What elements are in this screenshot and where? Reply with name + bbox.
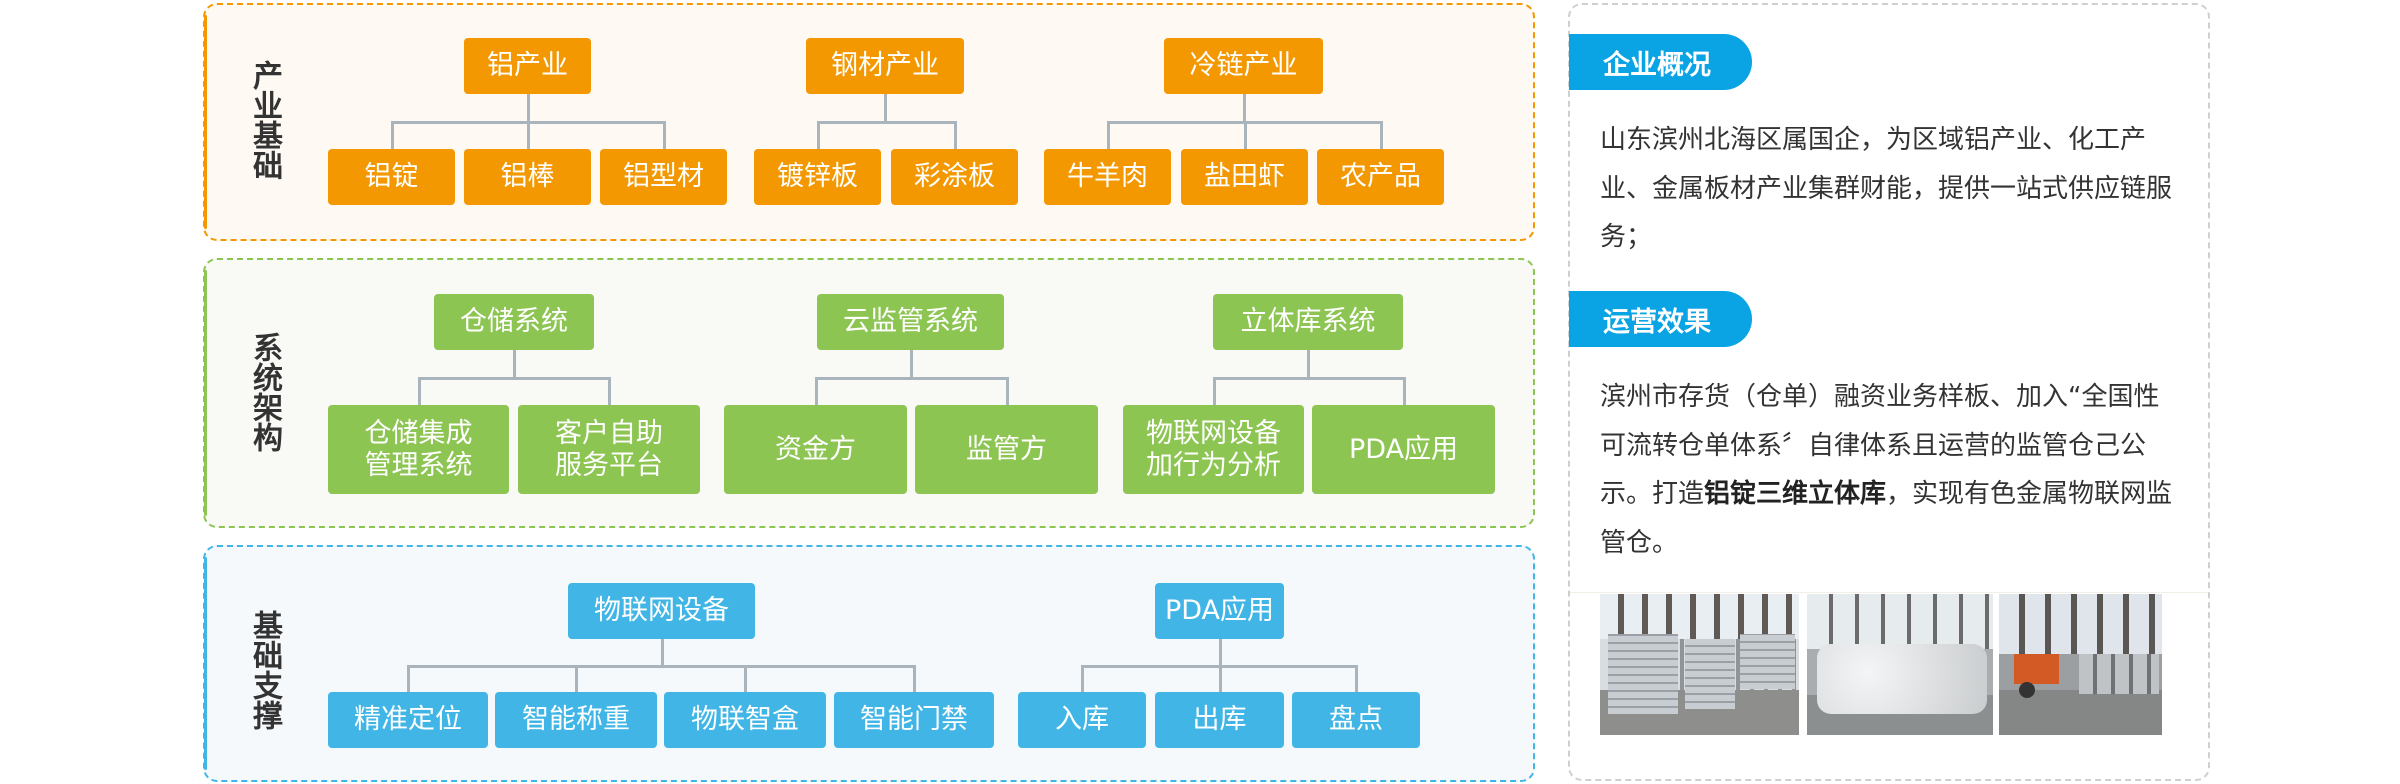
connector-line (744, 666, 747, 692)
node-aluminum-industry: 铝产业 (464, 38, 591, 94)
connector-line (391, 122, 394, 149)
connector-line (527, 122, 530, 149)
connector-line (407, 666, 410, 692)
node-color-coated-sheet: 彩涂板 (891, 149, 1018, 205)
connector-line (910, 350, 913, 378)
node-iot-devices: 物联网设备 (568, 583, 755, 639)
node-cloud-supervision-system: 云监管系统 (817, 294, 1004, 350)
connector-line (1213, 377, 1406, 380)
connector-line (815, 377, 1009, 380)
node-warehouse-integrated-mgmt: 仓储集成 管理系统 (328, 405, 509, 494)
panel-accent-bar (204, 15, 207, 229)
node-steel-industry: 钢材产业 (806, 38, 964, 94)
node-agricultural-products: 农产品 (1317, 149, 1444, 205)
node-pda-application: PDA应用 (1312, 405, 1495, 494)
node-stereo-warehouse-system: 立体库系统 (1213, 294, 1403, 350)
connector-line (817, 121, 957, 124)
node-inventory-count: 盘点 (1292, 692, 1420, 748)
node-smart-access-control: 智能门禁 (834, 692, 994, 748)
overview-text: 山东滨州北海区属国企，为区域铝产业、化工产业、金属板材产业集群财能，提供一站式供… (1600, 125, 2173, 252)
results-text: 滨州市存货（仓单）融资业务样板、加入“全国性可流转仓单体系〞自律体系且运营的监管… (1600, 373, 2180, 567)
connector-line (1307, 350, 1310, 378)
photo-bulk-bags (1807, 594, 1993, 735)
section-title-industry: 产业基础 (247, 60, 282, 180)
section-title-support: 基础支撑 (247, 610, 282, 730)
connector-line (884, 94, 887, 122)
panel-accent-bar (204, 270, 207, 516)
node-galvanized-sheet: 镀锌板 (754, 149, 881, 205)
connector-line (663, 122, 666, 149)
connector-line (913, 666, 916, 692)
photo-forklift-warehouse (1999, 594, 2162, 735)
connector-line (1006, 378, 1009, 405)
connector-line (527, 94, 530, 122)
connector-line (418, 377, 611, 380)
node-inbound: 入库 (1018, 692, 1146, 748)
connector-line (1243, 94, 1246, 122)
photo-aluminum-ingot-stacks (1600, 594, 1799, 735)
connector-line (817, 122, 820, 149)
results-text-after: ，实现有色金属物联网监管仓。 (1600, 479, 2173, 558)
node-precise-positioning: 精准定位 (328, 692, 488, 748)
results-text-highlight: 铝锭三维立体库 (1704, 479, 1887, 509)
connector-line (1107, 122, 1110, 149)
connector-line (1244, 122, 1247, 149)
node-warehouse-system: 仓储系统 (434, 294, 594, 350)
node-beef-mutton: 牛羊肉 (1044, 149, 1171, 205)
panel-accent-bar (204, 557, 207, 770)
node-salt-field-shrimp: 盐田虾 (1181, 149, 1308, 205)
connector-line (1219, 639, 1222, 666)
connector-line (407, 665, 916, 668)
connector-line (661, 639, 664, 666)
node-iot-behavior-analysis: 物联网设备 加行为分析 (1123, 405, 1304, 494)
node-pda-app: PDA应用 (1155, 583, 1284, 639)
node-outbound: 出库 (1155, 692, 1284, 748)
connector-line (1380, 122, 1383, 149)
connector-line (575, 666, 578, 692)
node-supervisor: 监管方 (915, 405, 1098, 494)
node-aluminum-ingot: 铝锭 (328, 149, 455, 205)
connector-line (1355, 666, 1358, 692)
connector-line (1403, 378, 1406, 405)
node-cold-chain-industry: 冷链产业 (1164, 38, 1323, 94)
node-customer-self-service: 客户自助 服务平台 (518, 405, 700, 494)
results-heading: 运营效果 (1569, 291, 1752, 347)
node-funder: 资金方 (724, 405, 907, 494)
connector-line (1081, 666, 1084, 692)
connector-line (608, 378, 611, 405)
connector-line (954, 122, 957, 149)
connector-line (513, 350, 516, 378)
results-text-before: 滨州市存货（仓单）融资业务样板、加入“全国性可流转仓单体系〞自律体系且运营的监管… (1600, 382, 2160, 509)
connector-line (1219, 666, 1222, 692)
node-aluminum-profile: 铝型材 (600, 149, 727, 205)
connector-line (418, 378, 421, 405)
node-smart-weighing: 智能称重 (495, 692, 657, 748)
divider (1570, 592, 2208, 593)
connector-line (815, 378, 818, 405)
node-aluminum-rod: 铝棒 (464, 149, 591, 205)
overview-heading: 企业概况 (1569, 34, 1752, 90)
section-title-system: 系统架构 (247, 332, 282, 452)
node-iot-smart-box: 物联智盒 (664, 692, 826, 748)
connector-line (1213, 378, 1216, 405)
